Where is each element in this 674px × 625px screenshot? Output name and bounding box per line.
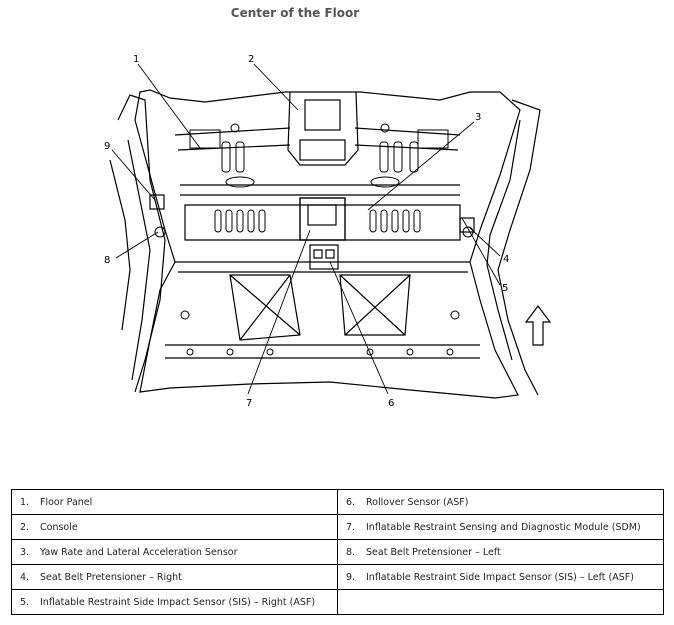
table-row: 1.Floor Panel 6.Rollover Sensor (ASF) bbox=[11, 489, 664, 515]
legend-item: 7.Inflatable Restraint Sensing and Diagn… bbox=[337, 514, 664, 540]
callout-7: 7 bbox=[246, 398, 252, 409]
legend-item: 1.Floor Panel bbox=[11, 489, 338, 515]
legend-item: 9.Inflatable Restraint Side Impact Senso… bbox=[337, 564, 664, 590]
legend-item bbox=[337, 589, 664, 615]
legend-item: 2.Console bbox=[11, 514, 338, 540]
table-row: 4.Seat Belt Pretensioner – Right 9.Infla… bbox=[11, 564, 664, 590]
floor-diagram: 1 2 3 4 5 6 7 8 9 bbox=[104, 54, 552, 409]
forward-arrow-icon bbox=[524, 305, 552, 346]
callout-5: 5 bbox=[502, 283, 508, 294]
table-row: 5.Inflatable Restraint Side Impact Senso… bbox=[11, 589, 664, 615]
legend-item: 3.Yaw Rate and Lateral Acceleration Sens… bbox=[11, 539, 338, 565]
legend-item: 5.Inflatable Restraint Side Impact Senso… bbox=[11, 589, 338, 615]
callout-8: 8 bbox=[104, 255, 110, 266]
callout-9: 9 bbox=[104, 141, 110, 152]
diagram-title: Center of the Floor bbox=[230, 6, 360, 20]
callout-1: 1 bbox=[133, 54, 139, 65]
legend-item: 4.Seat Belt Pretensioner – Right bbox=[11, 564, 338, 590]
legend-item: 8.Seat Belt Pretensioner – Left bbox=[337, 539, 664, 565]
callout-4: 4 bbox=[503, 254, 509, 265]
callout-6: 6 bbox=[388, 398, 394, 409]
legend-table: 1.Floor Panel 6.Rollover Sensor (ASF) 2.… bbox=[11, 489, 664, 615]
legend-item: 6.Rollover Sensor (ASF) bbox=[337, 489, 664, 515]
callout-3: 3 bbox=[475, 112, 481, 123]
callout-2: 2 bbox=[248, 54, 254, 65]
rollover-sensor bbox=[309, 244, 339, 270]
table-row: 3.Yaw Rate and Lateral Acceleration Sens… bbox=[11, 539, 664, 565]
console-outline bbox=[287, 91, 359, 166]
sdm-module bbox=[299, 197, 346, 241]
floor-outline bbox=[134, 89, 521, 399]
table-row: 2.Console 7.Inflatable Restraint Sensing… bbox=[11, 514, 664, 540]
